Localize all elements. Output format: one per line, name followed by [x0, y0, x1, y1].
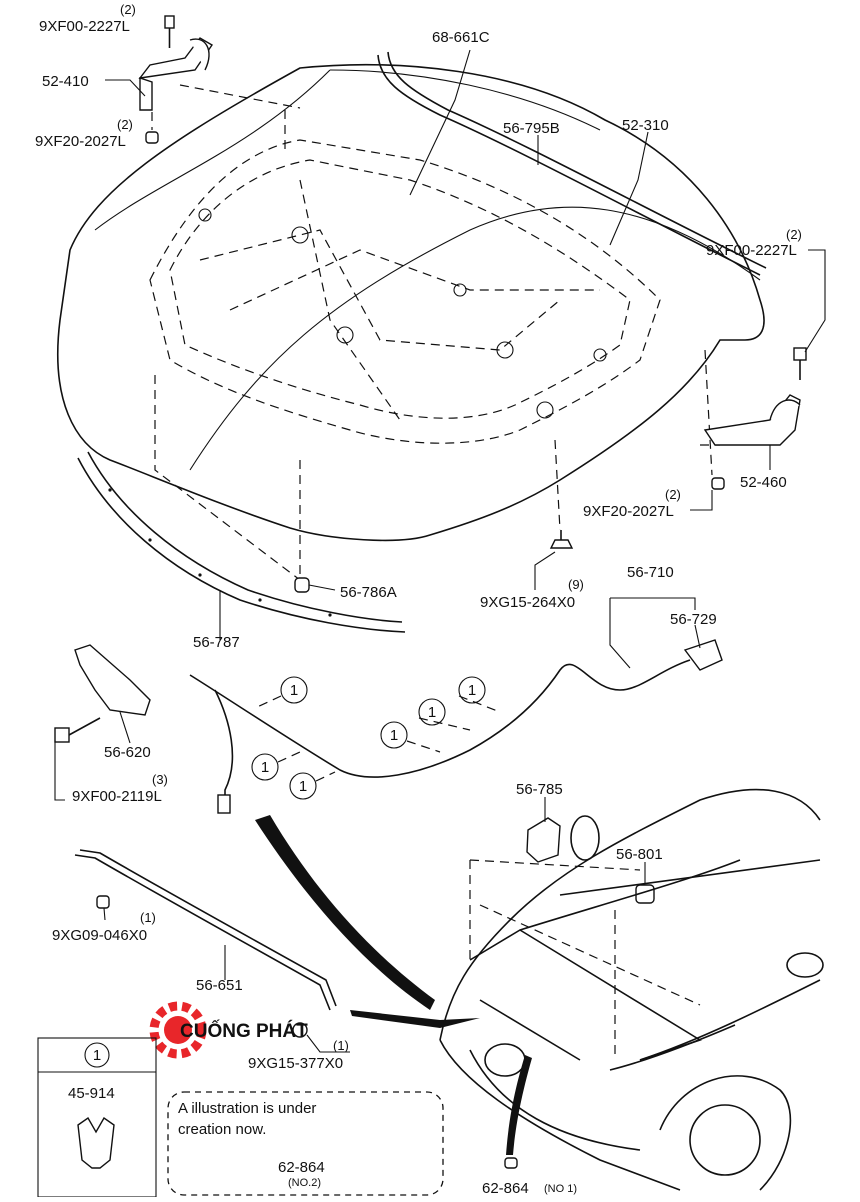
label-release-handle: 56-729 [670, 611, 717, 628]
legend-box: 1 45-914 [37, 1037, 157, 1198]
vehicle-front [439, 788, 824, 1191]
label-nut-left: 9XF20-2027L [35, 133, 126, 150]
pointer-arrows [255, 815, 532, 1155]
label-clip-prop: 9XG09-046X0 [52, 927, 147, 944]
label-lock-bolt: 9XF00-2119L [72, 788, 162, 805]
label-damper-no2-sub: (NO.2) [288, 1177, 321, 1189]
hinge-right-assembly [703, 347, 807, 490]
hood-front-seal [77, 451, 406, 633]
label-front-seal: 56-787 [193, 634, 240, 651]
qty-nut-left: (2) [117, 117, 133, 132]
qty-bolt-right: (2) [786, 227, 802, 242]
qty-nut-right: (2) [665, 487, 681, 502]
release-cable [189, 639, 723, 814]
label-seal-rear: 56-795B [503, 120, 560, 137]
label-bolt-right: 9XF00-2227L [706, 242, 797, 259]
hood-stopper [294, 577, 310, 593]
qty-clip-prop2: (1) [333, 1038, 349, 1053]
label-hood-lock: 56-620 [104, 744, 151, 761]
guide-lines [154, 84, 720, 581]
note-line-1: A illustration is under [178, 1100, 316, 1117]
label-damper-no1: 62-864 [482, 1180, 529, 1197]
callout-label: 1 [428, 704, 436, 721]
hood-panel [56, 63, 765, 542]
label-damper-no1-sub: (NO 1) [544, 1183, 577, 1195]
label-bolt-top: 9XF00-2227L [39, 18, 130, 35]
label-leaders [54, 49, 826, 1053]
callout-circles: 1 1 1 1 1 1 [251, 676, 501, 800]
legend-part-number: 45-914 [68, 1085, 115, 1102]
label-cushion: 56-801 [616, 846, 663, 863]
label-stopper: 56-786A [340, 584, 397, 601]
qty-clip-prop: (1) [140, 910, 156, 925]
callout-label: 1 [299, 778, 307, 795]
qty-lock-bolt: (3) [152, 772, 168, 787]
label-hinge-left: 52-410 [42, 73, 89, 90]
label-clip-prop2: 9XG15-377X0 [248, 1055, 343, 1072]
label-nut-right: 9XF20-2027L [583, 503, 674, 520]
hood-rear-seal [377, 51, 767, 276]
label-damper-no2: 62-864 [278, 1159, 325, 1176]
label-hood: 52-310 [622, 117, 669, 134]
qty-bolt-top: (2) [120, 2, 136, 17]
damper-no1-label: 62-864 (NO 1) [482, 1180, 577, 1197]
prop-rod [74, 849, 337, 1038]
note-line-2: creation now. [178, 1121, 266, 1138]
part-labels: (2) 9XF00-2227L 52-410 (2) 9XF20-2027L 6… [35, 2, 802, 1072]
note-box: A illustration is under creation now. 62… [167, 1091, 444, 1196]
callout-label: 1 [290, 682, 298, 699]
callout-label: 1 [468, 682, 476, 699]
hinge-left-assembly [138, 15, 214, 144]
hood-clip [549, 530, 574, 549]
label-release-cable: 56-710 [627, 564, 674, 581]
callout-label: 1 [261, 759, 269, 776]
label-clip-hood: 9XG15-264X0 [480, 594, 575, 611]
label-prop-rod: 56-651 [196, 977, 243, 994]
brand-text: CUỐNG PHÁT [180, 1020, 308, 1042]
qty-clip-hood: (9) [568, 577, 584, 592]
label-bumper-rubber: 56-785 [516, 781, 563, 798]
label-hinge-right: 52-460 [740, 474, 787, 491]
legend-symbol: 1 [93, 1047, 101, 1064]
callout-label: 1 [390, 727, 398, 744]
hood-lock [54, 644, 151, 743]
brand-watermark: CUỐNG PHÁT [149, 1001, 308, 1059]
label-insulator: 68-661C [432, 29, 490, 46]
bumper-rubber [526, 817, 561, 863]
